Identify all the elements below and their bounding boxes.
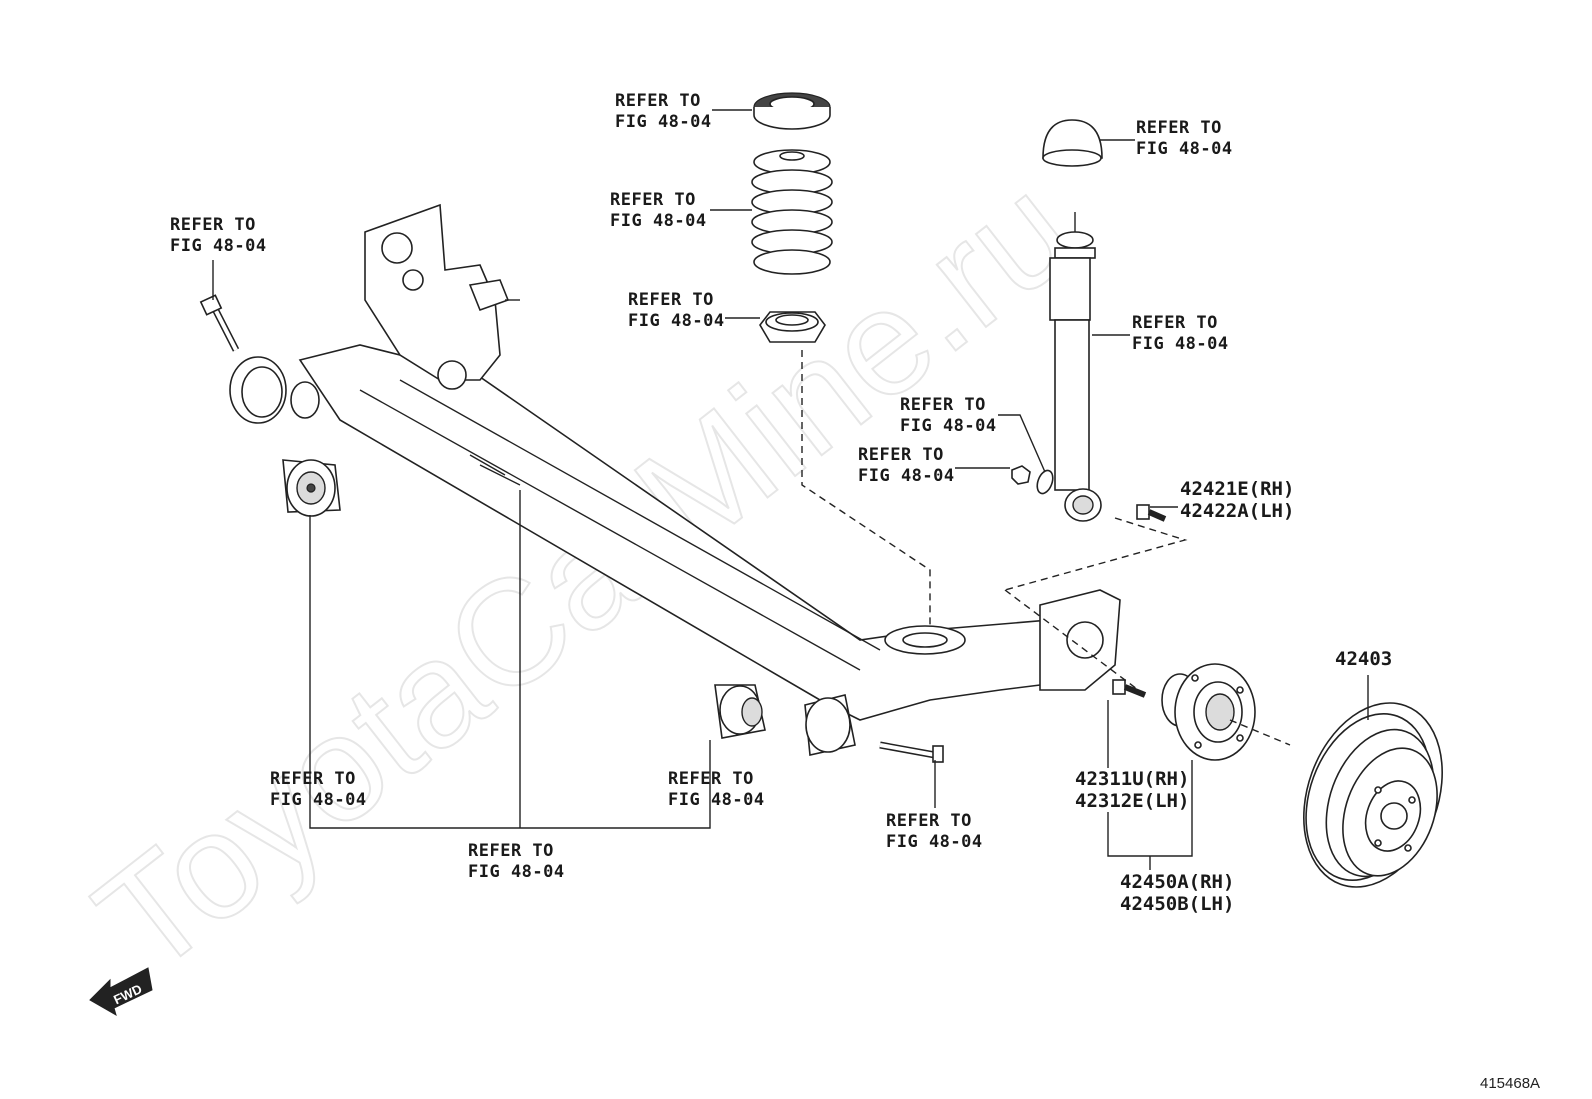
- svg-text:REFER TO: REFER TO: [668, 769, 754, 789]
- bolt-lower-part: [879, 741, 944, 763]
- svg-text:FIG 48-04: FIG 48-04: [615, 112, 712, 132]
- shock-absorber-part: [1049, 212, 1102, 522]
- callout-bushing-right: REFER TO FIG 48-04: [668, 769, 765, 810]
- left-bracket: [364, 203, 520, 390]
- callout-nut: REFER TO FIG 48-04: [858, 445, 955, 486]
- bushing-left-part: [282, 459, 341, 517]
- callout-washer: REFER TO FIG 48-04: [900, 395, 997, 436]
- svg-text:FIG 48-04: FIG 48-04: [900, 416, 997, 436]
- svg-text:REFER TO: REFER TO: [615, 91, 701, 111]
- coil-spring-part: [751, 149, 833, 275]
- svg-text:42421E(RH): 42421E(RH): [1180, 478, 1294, 500]
- svg-text:REFER TO: REFER TO: [1132, 313, 1218, 333]
- svg-text:REFER TO: REFER TO: [170, 215, 256, 235]
- callout-shock-absorber: REFER TO FIG 48-04: [1132, 313, 1229, 354]
- svg-text:FIG 48-04: FIG 48-04: [170, 236, 267, 256]
- fwd-arrow-icon: FWD: [89, 967, 153, 1017]
- svg-text:REFER TO: REFER TO: [610, 190, 696, 210]
- svg-text:REFER TO: REFER TO: [900, 395, 986, 415]
- nut-part: [1011, 465, 1031, 485]
- part-number-bolt-shock: 42421E(RH) 42422A(LH): [1180, 478, 1294, 522]
- watermark-text: ToyotaCarMine.ru: [66, 144, 1102, 1005]
- svg-text:42450A(RH): 42450A(RH): [1120, 871, 1234, 893]
- spring-seat-lower-part: [759, 311, 826, 343]
- bolt-left-part: [199, 294, 240, 352]
- brake-drum-part: [1303, 702, 1443, 888]
- spring-seat-top-part: [753, 92, 831, 130]
- svg-text:42311U(RH): 42311U(RH): [1075, 768, 1189, 790]
- bump-stop-part: [1042, 119, 1103, 167]
- svg-text:FIG 48-04: FIG 48-04: [1136, 139, 1233, 159]
- part-number-hub-assy: 42450A(RH) 42450B(LH): [1120, 871, 1234, 915]
- svg-text:FIG 48-04: FIG 48-04: [468, 862, 565, 882]
- svg-text:FIG 48-04: FIG 48-04: [610, 211, 707, 231]
- svg-text:REFER TO: REFER TO: [858, 445, 944, 465]
- svg-text:REFER TO: REFER TO: [886, 811, 972, 831]
- svg-text:REFER TO: REFER TO: [628, 290, 714, 310]
- svg-text:FIG 48-04: FIG 48-04: [270, 790, 367, 810]
- bushing-right-part: [714, 684, 766, 739]
- part-number-hub-bolt: 42311U(RH) 42312E(LH): [1075, 768, 1189, 812]
- washer-part: [1036, 469, 1054, 495]
- part-number-brake-drum: 42403: [1335, 648, 1392, 670]
- assembly-dashed-lines: [801, 350, 1291, 746]
- leader-lines: [212, 109, 1369, 870]
- figure-id: 415468A: [1480, 1075, 1540, 1092]
- svg-text:42422A(LH): 42422A(LH): [1180, 500, 1294, 522]
- svg-text:FIG 48-04: FIG 48-04: [858, 466, 955, 486]
- shock-bolt-part: [1136, 504, 1167, 522]
- svg-text:FIG 48-04: FIG 48-04: [886, 832, 983, 852]
- svg-text:FIG 48-04: FIG 48-04: [628, 311, 725, 331]
- svg-text:REFER TO: REFER TO: [468, 841, 554, 861]
- svg-text:REFER TO: REFER TO: [270, 769, 356, 789]
- svg-text:42312E(LH): 42312E(LH): [1075, 790, 1189, 812]
- callout-seat-lower: REFER TO FIG 48-04: [628, 290, 725, 331]
- hub-bolt-part: [1112, 679, 1147, 698]
- callout-seat-top: REFER TO FIG 48-04: [615, 91, 712, 132]
- svg-text:REFER TO: REFER TO: [1136, 118, 1222, 138]
- right-bracket: [804, 589, 1121, 756]
- callout-bushing-left: REFER TO FIG 48-04: [270, 769, 367, 810]
- hub-assembly-part: [1161, 663, 1256, 761]
- callout-axle-beam: REFER TO FIG 48-04: [468, 841, 565, 882]
- svg-text:FIG 48-04: FIG 48-04: [668, 790, 765, 810]
- left-bushing-housing: [229, 356, 320, 424]
- callout-bolt-lower: REFER TO FIG 48-04: [886, 811, 983, 852]
- svg-text:FIG 48-04: FIG 48-04: [1132, 334, 1229, 354]
- callout-coil-spring: REFER TO FIG 48-04: [610, 190, 707, 231]
- svg-text:42450B(LH): 42450B(LH): [1120, 893, 1234, 915]
- callout-bump-stop: REFER TO FIG 48-04: [1136, 118, 1233, 159]
- callout-bolt-left: REFER TO FIG 48-04: [170, 215, 267, 256]
